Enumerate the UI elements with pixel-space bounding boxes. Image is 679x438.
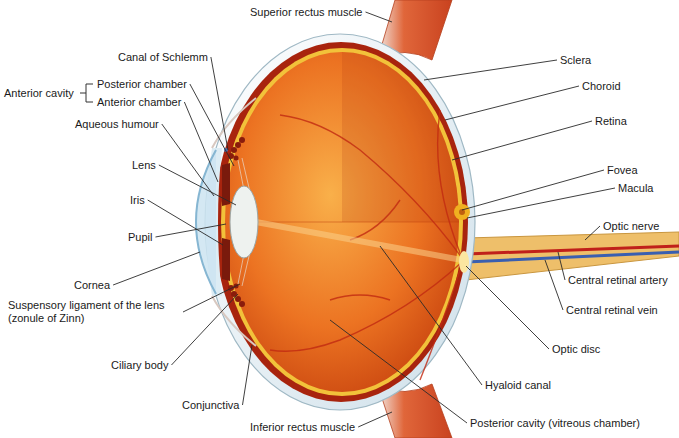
part-label: Canal of Schlemm	[118, 51, 208, 64]
lens	[230, 186, 258, 258]
leader-line	[467, 188, 615, 218]
part-label: Retina	[595, 115, 627, 128]
leader-line	[585, 226, 600, 240]
cornea	[196, 150, 216, 294]
part-label: Superior rectus muscle	[250, 6, 363, 19]
part-label: Optic disc	[552, 343, 600, 356]
leader-line	[466, 266, 549, 349]
part-label: Central retinal vein	[566, 304, 658, 317]
iris	[222, 238, 230, 281]
part-label: Fovea	[607, 164, 638, 177]
optic-nerve	[466, 232, 679, 280]
leader-line	[171, 294, 238, 365]
leader-line	[424, 60, 557, 80]
part-label: Ciliary body	[111, 359, 168, 372]
leader-line	[545, 260, 563, 310]
bracket	[80, 84, 93, 102]
hyaloid-canal	[256, 222, 462, 260]
leader-line	[159, 165, 236, 205]
leader-line	[155, 224, 226, 237]
part-label: Conjunctiva	[182, 399, 239, 412]
leader-line	[558, 252, 565, 280]
part-label: Posterior cavity (vitreous chamber)	[470, 417, 640, 430]
part-label: Anterior chamber	[97, 96, 181, 109]
part-label: Lens	[132, 159, 156, 172]
cut-plane	[250, 222, 459, 223]
part-label: Optic nerve	[603, 220, 659, 233]
conjunctiva	[212, 98, 256, 148]
part-label: Inferior rectus muscle	[250, 421, 355, 434]
leader-line	[242, 345, 252, 405]
part-label: Cornea	[74, 279, 110, 292]
part-label: Aqueous humour	[75, 118, 159, 131]
leader-line	[380, 246, 482, 385]
ciliary-body	[228, 137, 245, 307]
conjunctiva	[212, 296, 256, 346]
part-label: Iris	[130, 194, 145, 207]
optic-disc	[459, 251, 469, 273]
leader-line	[366, 12, 393, 22]
leader-line	[184, 102, 218, 182]
part-label: Pupil	[128, 231, 152, 244]
part-label: Hyaloid canal	[485, 379, 551, 392]
leader-line	[211, 57, 228, 150]
leader-line	[445, 86, 579, 120]
part-label: Posterior chamber	[97, 78, 187, 91]
leader-line	[148, 200, 223, 245]
leader-line	[358, 412, 392, 427]
part-label: Suspensory ligament of the lens (zonule …	[8, 299, 180, 325]
retina	[221, 48, 463, 396]
leader-line	[162, 124, 214, 196]
leader-line	[330, 320, 467, 423]
part-label: Macula	[618, 182, 653, 195]
sclera	[205, 34, 475, 410]
part-label: Sclera	[560, 54, 591, 67]
leader-line	[190, 84, 234, 166]
part-label: Central retinal artery	[568, 274, 668, 287]
leader-line	[183, 284, 240, 312]
leader-line	[462, 170, 604, 210]
leader-line	[113, 252, 200, 285]
choroid	[214, 42, 468, 402]
part-label: Choroid	[582, 80, 621, 93]
part-label: Anterior cavity	[4, 87, 74, 100]
vein	[466, 252, 679, 262]
leader-line	[452, 121, 592, 160]
